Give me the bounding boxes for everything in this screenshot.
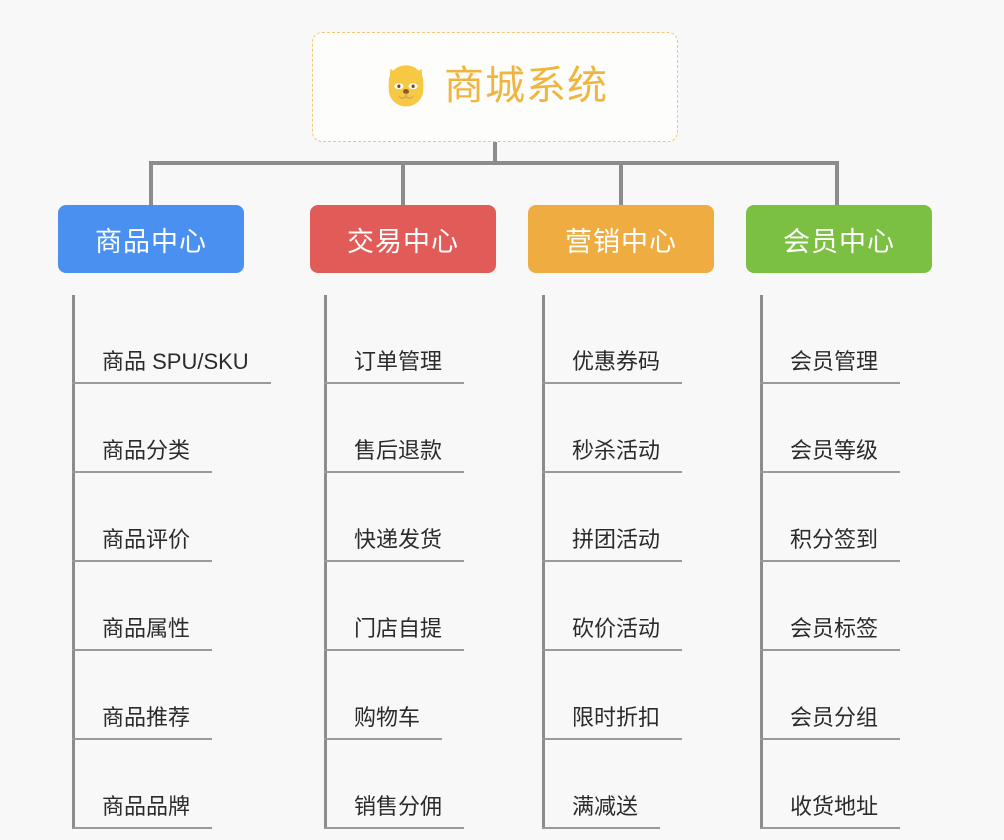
- list-item[interactable]: 积分签到: [746, 473, 932, 562]
- list-item[interactable]: 限时折扣: [528, 651, 714, 740]
- category-header-label: 商品中心: [95, 226, 207, 257]
- leaf-label: 限时折扣: [542, 707, 683, 740]
- list-item[interactable]: 会员等级: [746, 384, 932, 473]
- leaf-label: 收货地址: [760, 796, 901, 829]
- leaf-label: 秒杀活动: [542, 440, 683, 473]
- category-header-trade[interactable]: 交易中心: [310, 205, 496, 273]
- list-item[interactable]: 门店自提: [310, 562, 496, 651]
- leaf-label: 会员等级: [760, 440, 901, 473]
- connector-root-stem: [493, 142, 497, 163]
- leaf-rail: [542, 295, 545, 829]
- leaf-label: 订单管理: [324, 351, 465, 384]
- list-item[interactable]: 商品评价: [58, 473, 244, 562]
- leaf-label: 满减送: [542, 796, 661, 829]
- leaf-label: 会员管理: [760, 351, 901, 384]
- leaf-label: 商品分类: [72, 440, 213, 473]
- leaf-label: 商品评价: [72, 529, 213, 562]
- list-item[interactable]: 拼团活动: [528, 473, 714, 562]
- connector-drop-4: [835, 161, 839, 207]
- leaf-rail: [324, 295, 327, 829]
- leaf-label: 会员分组: [760, 707, 901, 740]
- root-node-label: 商城系统: [444, 64, 608, 108]
- list-item[interactable]: 会员管理: [746, 295, 932, 384]
- connector-drop-2: [401, 161, 405, 207]
- category-header-label: 营销中心: [565, 226, 677, 257]
- leaf-label: 购物车: [324, 707, 443, 740]
- list-item[interactable]: 购物车: [310, 651, 496, 740]
- leaf-list-trade: 订单管理 售后退款 快递发货 门店自提 购物车 销售分佣: [310, 295, 496, 829]
- leaf-label: 积分签到: [760, 529, 901, 562]
- list-item[interactable]: 优惠券码: [528, 295, 714, 384]
- list-item[interactable]: 快递发货: [310, 473, 496, 562]
- category-column-marketing: 营销中心 优惠券码 秒杀活动 拼团活动 砍价活动 限时折扣 满减送: [528, 205, 714, 829]
- list-item[interactable]: 销售分佣: [310, 740, 496, 829]
- leaf-label: 优惠券码: [542, 351, 683, 384]
- leaf-list-member: 会员管理 会员等级 积分签到 会员标签 会员分组 收货地址: [746, 295, 932, 829]
- list-item[interactable]: 商品推荐: [58, 651, 244, 740]
- connector-drop-1: [149, 161, 153, 207]
- list-item[interactable]: 砍价活动: [528, 562, 714, 651]
- leaf-label: 会员标签: [760, 618, 901, 651]
- leaf-list-product: 商品 SPU/SKU 商品分类 商品评价 商品属性 商品推荐 商品品牌: [58, 295, 271, 829]
- leaf-list-marketing: 优惠券码 秒杀活动 拼团活动 砍价活动 限时折扣 满减送: [528, 295, 714, 829]
- leaf-label: 商品品牌: [72, 796, 213, 829]
- list-item[interactable]: 订单管理: [310, 295, 496, 384]
- connector-drop-3: [619, 161, 623, 207]
- category-header-label: 交易中心: [347, 226, 459, 257]
- list-item[interactable]: 收货地址: [746, 740, 932, 829]
- list-item[interactable]: 商品分类: [58, 384, 244, 473]
- category-header-member[interactable]: 会员中心: [746, 205, 932, 273]
- leaf-rail: [760, 295, 763, 829]
- connector-horizontal-bus: [149, 161, 839, 165]
- leaf-label: 砍价活动: [542, 618, 683, 651]
- list-item[interactable]: 会员分组: [746, 651, 932, 740]
- leaf-label: 商品属性: [72, 618, 213, 651]
- list-item[interactable]: 商品属性: [58, 562, 244, 651]
- category-column-member: 会员中心 会员管理 会员等级 积分签到 会员标签 会员分组 收货地址: [746, 205, 932, 829]
- leaf-label: 销售分佣: [324, 796, 465, 829]
- list-item[interactable]: 售后退款: [310, 384, 496, 473]
- dog-face-icon: [388, 65, 424, 107]
- list-item[interactable]: 商品品牌: [58, 740, 244, 829]
- leaf-label: 快递发货: [324, 529, 465, 562]
- category-header-product[interactable]: 商品中心: [58, 205, 244, 273]
- leaf-label: 商品推荐: [72, 707, 213, 740]
- leaf-label: 商品 SPU/SKU: [72, 351, 271, 384]
- category-column-product: 商品中心 商品 SPU/SKU 商品分类 商品评价 商品属性 商品推荐 商品品牌: [58, 205, 271, 829]
- leaf-rail: [72, 295, 75, 829]
- leaf-label: 门店自提: [324, 618, 465, 651]
- leaf-label: 拼团活动: [542, 529, 683, 562]
- leaf-label: 售后退款: [324, 440, 465, 473]
- root-node-shopping-mall-system[interactable]: 商城系统: [312, 32, 678, 142]
- category-column-trade: 交易中心 订单管理 售后退款 快递发货 门店自提 购物车 销售分佣: [310, 205, 496, 829]
- category-header-marketing[interactable]: 营销中心: [528, 205, 714, 273]
- list-item[interactable]: 秒杀活动: [528, 384, 714, 473]
- list-item[interactable]: 满减送: [528, 740, 714, 829]
- list-item[interactable]: 会员标签: [746, 562, 932, 651]
- category-header-label: 会员中心: [783, 226, 895, 257]
- list-item[interactable]: 商品 SPU/SKU: [58, 295, 271, 384]
